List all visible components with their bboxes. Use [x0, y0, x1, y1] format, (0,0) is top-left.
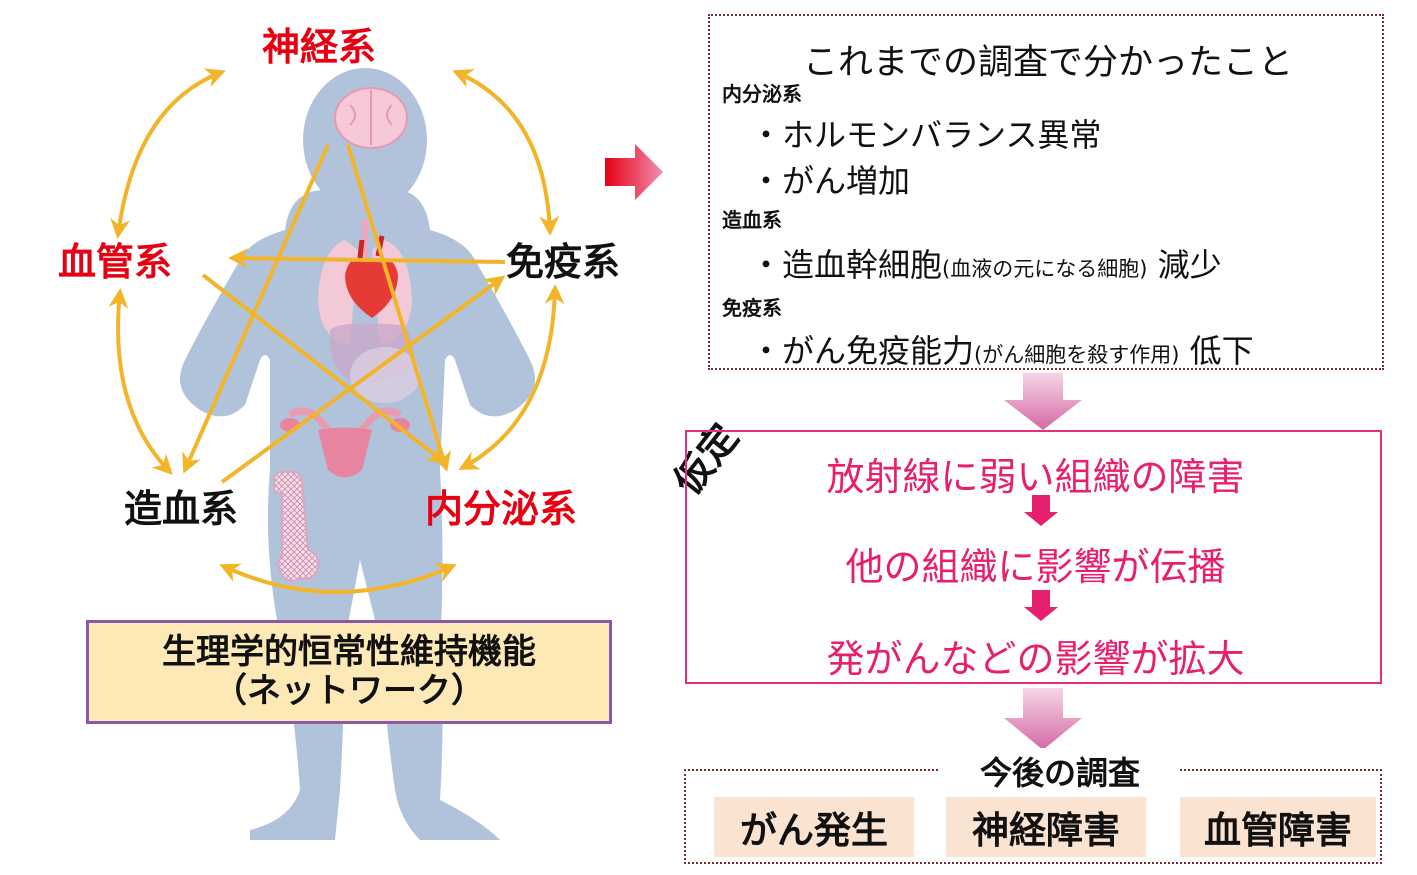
hypothesis-step-2: 他の組織に影響が伝播	[845, 545, 1226, 589]
bullet-stem-cells-note: (血液の元になる細胞)	[942, 257, 1148, 281]
nervous-system-label: 神経系	[262, 25, 377, 69]
section-head-immune: 免疫系	[722, 296, 782, 320]
bullet-cancer-immunity-note: (がん細胞を殺す作用)	[974, 343, 1180, 367]
bullet-stem-cells-tail: 減少	[1157, 246, 1222, 284]
bullet-cancer-immunity-text: ・がん免疫能力	[750, 332, 975, 370]
section-head-endocrine: 内分泌系	[722, 82, 802, 106]
bullet-cancer-immunity: ・がん免疫能力(がん細胞を殺す作用) 低下	[750, 326, 1254, 372]
findings-title: これまでの調査で分かったこと	[802, 43, 1293, 83]
future-item-nerve: 神経障害	[946, 797, 1146, 857]
endocrine-system-label: 内分泌系	[425, 487, 578, 531]
bullet-hormone: ・ホルモンバランス異常	[750, 116, 1102, 154]
bullet-cancer-increase: ・がん増加	[750, 162, 911, 200]
network-box-line2: （ネットワーク）	[213, 671, 485, 711]
network-arrows	[108, 68, 565, 594]
bullet-stem-cells: ・造血幹細胞(血液の元になる細胞) 減少	[750, 240, 1222, 286]
hematopoietic-system-label: 造血系	[124, 487, 239, 531]
bullet-stem-cells-text: ・造血幹細胞	[750, 246, 943, 284]
brain-icon	[334, 87, 408, 149]
red-arrow-icon	[605, 144, 663, 200]
down-arrow-icon	[1004, 373, 1082, 750]
hypothesis-step-1: 放射線に弱い組織の障害	[826, 455, 1245, 499]
network-box-line1: 生理学的恒常性維持機能	[162, 631, 536, 672]
future-item-cancer: がん発生	[714, 797, 914, 857]
hypothesis-step-3: 発がんなどの影響が拡大	[826, 637, 1245, 681]
vascular-system-label: 血管系	[58, 240, 173, 284]
section-head-hematopoietic: 造血系	[722, 208, 782, 232]
findings-box: これまでの調査で分かったこと 内分泌系 ・ホルモンバランス異常 ・がん増加 造血…	[708, 14, 1384, 370]
homeostasis-network-box: 生理学的恒常性維持機能 （ネットワーク）	[86, 620, 612, 724]
hypothesis-box: 放射線に弱い組織の障害 他の組織に影響が伝播 発がんなどの影響が拡大	[685, 430, 1382, 684]
bullet-cancer-immunity-tail: 低下	[1189, 332, 1254, 370]
future-item-vascular: 血管障害	[1180, 797, 1376, 857]
future-research-title: 今後の調査	[940, 748, 1180, 792]
immune-system-label: 免疫系	[506, 240, 621, 284]
